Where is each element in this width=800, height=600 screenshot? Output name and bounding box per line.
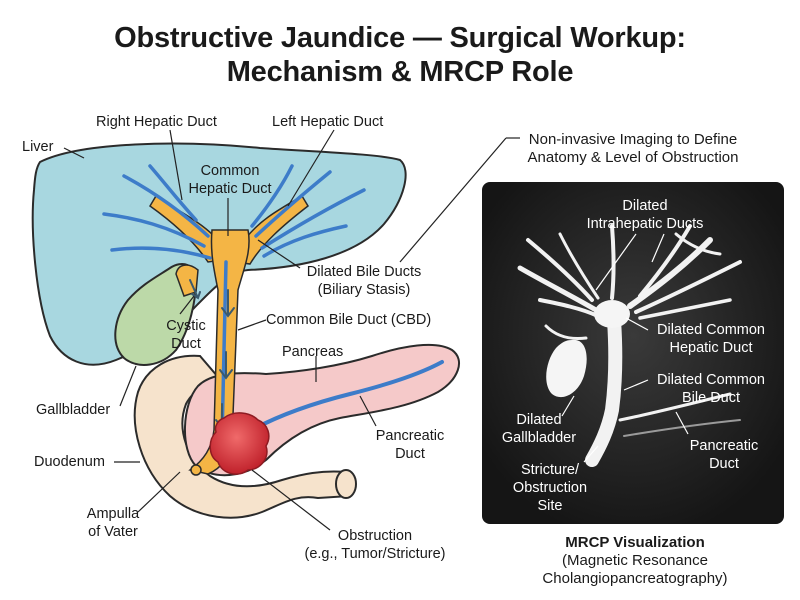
mrcp-label-intrahepatic-1: Dilated <box>622 198 668 214</box>
mrcp-label-chd-2: Hepatic Duct <box>669 340 753 356</box>
label-pancreatic-duct-1: Pancreatic <box>375 428 445 444</box>
label-cystic-duct-2: Duct <box>171 336 201 352</box>
mrcp-intro-2: Anatomy & Level of Obstruction <box>527 149 739 166</box>
duodenum-shape <box>133 354 352 519</box>
mrcp-duct-image <box>517 224 742 467</box>
label-obstruction-2: (e.g., Tumor/Stricture) <box>304 546 446 562</box>
mrcp-gallbladder <box>546 339 587 398</box>
duodenum-end <box>335 469 357 499</box>
title-line-1: Obstructive Jaundice — Surgical Workup: <box>114 22 686 54</box>
mrcp-label-chd-1: Dilated Common <box>657 322 765 338</box>
mrcp-label-stricture-2: Obstruction <box>512 480 588 496</box>
mrcp-label-stricture-1: Stricture/ <box>520 462 579 478</box>
mrcp-confluence <box>594 300 630 328</box>
anatomy-leader-lines <box>63 129 520 531</box>
dilated-duct-tree <box>149 194 309 475</box>
label-cystic-duct-1: Cystic <box>166 318 206 334</box>
mrcp-label-cbd-1: Dilated Common <box>657 372 765 388</box>
mrcp-caption-3: Cholangiopancreatography) <box>542 570 728 587</box>
pancreatic-duct <box>236 360 444 440</box>
mrcp-caption-1: MRCP Visualization <box>565 534 705 551</box>
mrcp-label-pancreatic-1: Pancreatic <box>689 438 759 454</box>
label-common-hepatic-duct-2: Hepatic Duct <box>188 181 272 197</box>
label-obstruction-1: Obstruction <box>337 528 413 544</box>
label-duodenum: Duodenum <box>34 454 105 470</box>
label-cbd: Common Bile Duct (CBD) <box>266 312 432 328</box>
label-dilated-bile-ducts-2: (Biliary Stasis) <box>317 282 411 298</box>
label-ampulla-1: Ampulla <box>86 506 140 522</box>
mrcp-leader-lines <box>561 233 689 463</box>
hepatic-duct-lines <box>102 164 366 442</box>
label-pancreas: Pancreas <box>282 344 344 360</box>
mrcp-label-cbd-2: Bile Duct <box>681 390 741 406</box>
label-gallbladder: Gallbladder <box>36 402 111 418</box>
mrcp-label-pancreatic-2: Duct <box>709 456 739 472</box>
label-left-hepatic-duct: Left Hepatic Duct <box>272 114 384 130</box>
label-liver: Liver <box>22 139 54 155</box>
mrcp-label-gallbladder-1: Dilated <box>516 412 562 428</box>
label-ampulla-2: of Vater <box>88 524 138 540</box>
title-line-2: Mechanism & MRCP Role <box>226 56 574 88</box>
mrcp-label-gallbladder-2: Gallbladder <box>501 430 577 446</box>
mrcp-intro-1: Non-invasive Imaging to Define <box>528 131 738 148</box>
label-right-hepatic-duct: Right Hepatic Duct <box>96 114 217 130</box>
mrcp-label-stricture-3: Site <box>537 498 563 514</box>
label-common-hepatic-duct-1: Common <box>200 163 260 179</box>
ampulla-marker <box>190 464 202 476</box>
label-dilated-bile-ducts-1: Dilated Bile Ducts <box>306 264 422 280</box>
mrcp-caption-2: (Magnetic Resonance <box>562 552 708 569</box>
mrcp-label-intrahepatic-2: Intrahepatic Ducts <box>586 216 704 232</box>
label-pancreatic-duct-2: Duct <box>395 446 425 462</box>
tumor-mass <box>209 412 270 475</box>
